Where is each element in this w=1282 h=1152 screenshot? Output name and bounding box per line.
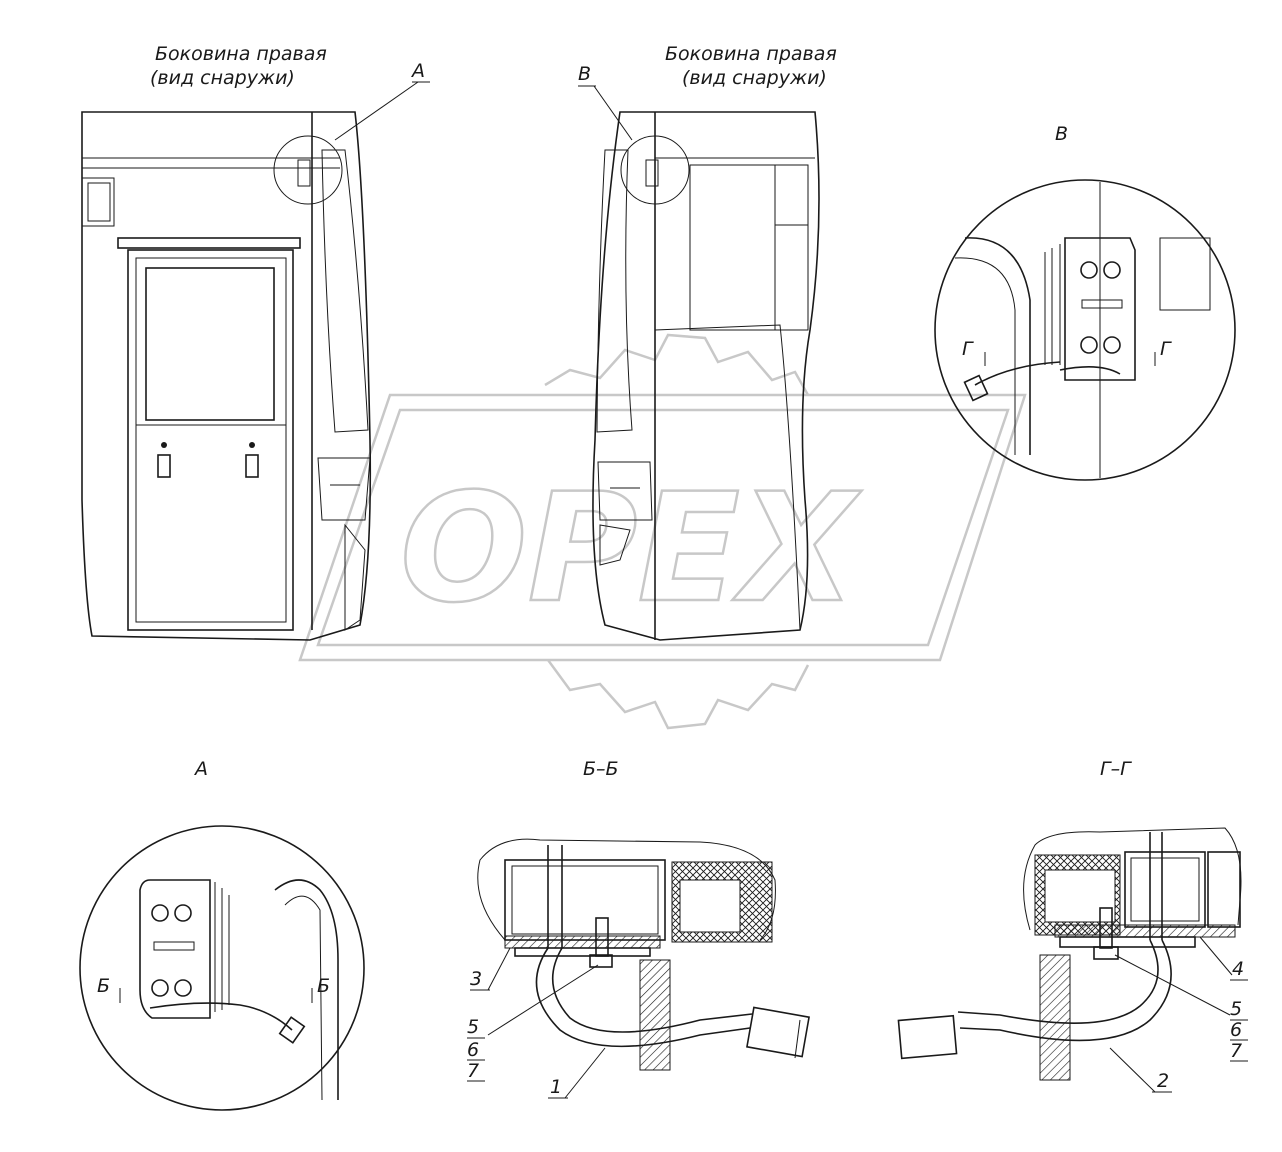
left-side-view: Боковина правая (вид снаружи) А [81,43,430,641]
right-side-view: Боковина правая (вид снаружи) В [578,43,837,641]
watermark-text: OPEX [400,462,862,636]
section-bb-title: Б–Б [583,758,619,780]
cut-label-g-left: Г [962,338,974,360]
detail-v-title: В [1055,123,1068,145]
bb-label-7: 7 [467,1060,479,1082]
bb-label-1: 1 [550,1076,562,1098]
section-gg-title: Г–Г [1100,758,1132,780]
bb-label-5: 5 [467,1016,479,1038]
right-view-title: Боковина правая [665,43,837,65]
callout-circle-v [620,135,690,205]
detail-view-v: В Г Г [934,123,1236,481]
detail-view-a: А Б Б [79,758,365,1111]
gg-label-5: 5 [1230,998,1242,1020]
watermark-logo: OPEX [298,333,1027,730]
gg-label-2: 2 [1157,1070,1169,1092]
right-view-subtitle: (вид снаружи) [682,67,827,89]
section-bb: Б–Б 3 5 6 7 1 [467,758,810,1099]
bb-label-3: 3 [470,968,482,990]
detail-a-title: А [193,758,208,780]
left-view-subtitle: (вид снаружи) [150,67,295,89]
gg-label-7: 7 [1230,1040,1242,1062]
callout-circle-a [273,135,343,205]
callout-label-a: А [410,60,425,82]
cut-label-g-right: Г [1160,338,1172,360]
cut-label-b-right: Б [317,975,330,997]
gg-label-6: 6 [1230,1019,1242,1041]
section-gg: Г–Г 4 5 6 7 2 [897,758,1248,1093]
gg-label-4: 4 [1232,958,1244,980]
cut-label-b-left: Б [97,975,110,997]
bb-label-6: 6 [467,1039,479,1061]
left-view-title: Боковина правая [155,43,327,65]
callout-label-v: В [578,63,591,85]
